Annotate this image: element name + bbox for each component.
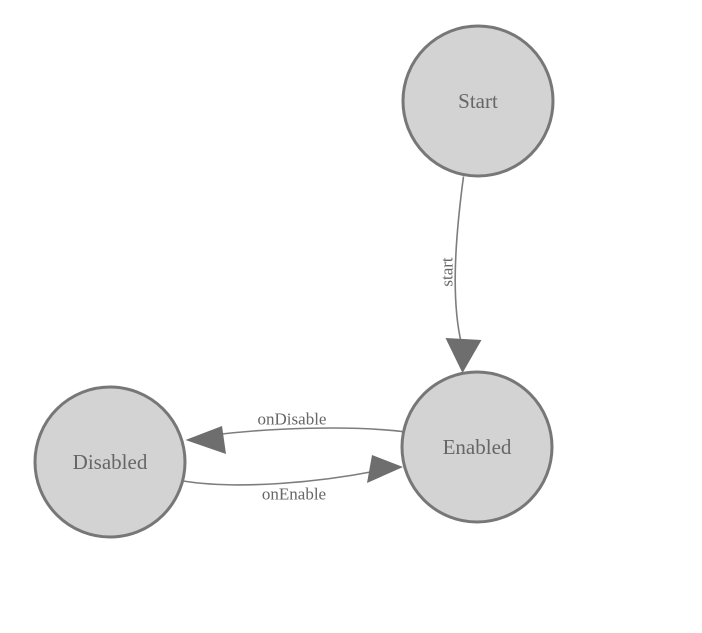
edge-start-to-enabled-arrowhead	[445, 338, 482, 373]
node-start-circle	[401, 24, 555, 178]
edge-start-to-enabled-path	[454, 176, 465, 345]
node-enabled-label: Enabled	[443, 435, 512, 459]
edge-label-onenable: onEnable	[262, 485, 326, 504]
edge-label-start: start	[438, 257, 457, 287]
node-enabled[interactable]: Enabled	[400, 370, 554, 524]
edge-disabled-to-enabled[interactable]	[182, 455, 403, 486]
edge-enabled-to-disabled-arrowhead	[185, 426, 226, 454]
edge-label-ondisable: onDisable	[258, 410, 327, 429]
edge-disabled-to-enabled-arrowhead	[367, 455, 403, 483]
edge-enabled-to-disabled-path	[212, 427, 407, 436]
node-enabled-circle	[400, 370, 554, 524]
edge-disabled-to-enabled-path	[182, 470, 377, 486]
node-disabled[interactable]: Disabled	[33, 385, 187, 539]
edge-start-to-enabled[interactable]	[445, 176, 482, 374]
node-disabled-circle	[33, 385, 187, 539]
edge-enabled-to-disabled[interactable]	[185, 426, 407, 454]
node-start-label: Start	[458, 89, 498, 113]
node-disabled-label: Disabled	[73, 450, 148, 474]
node-start[interactable]: Start	[401, 24, 555, 178]
